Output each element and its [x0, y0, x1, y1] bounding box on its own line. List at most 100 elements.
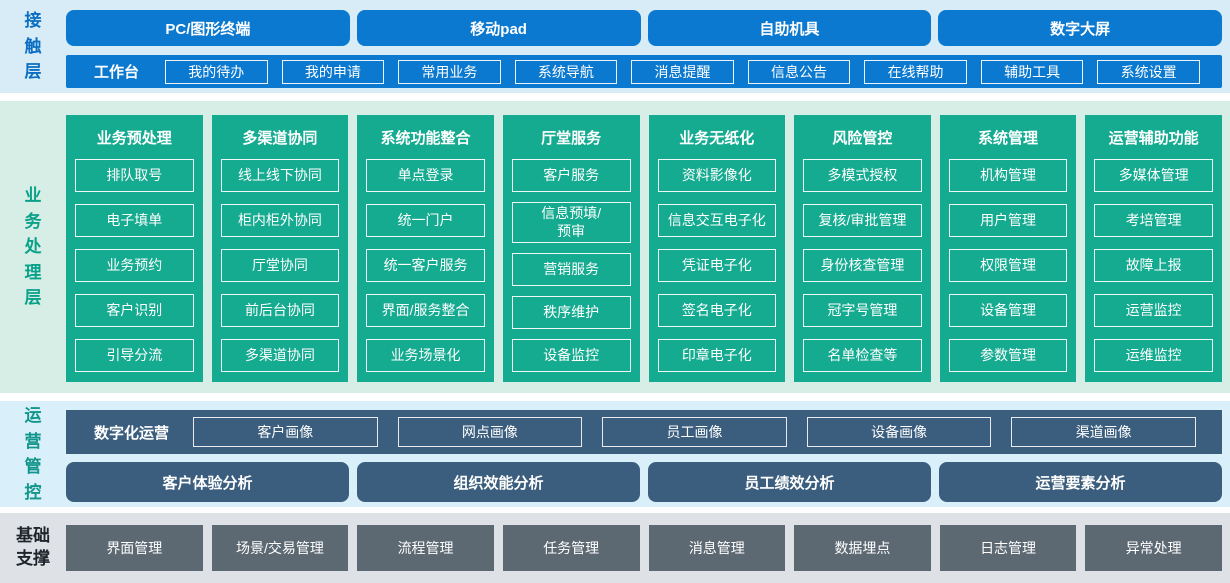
- digital-operations-bar: 数字化运营 客户画像网点画像员工画像设备画像渠道画像: [66, 410, 1222, 454]
- business-item: 身份核查管理: [803, 249, 922, 282]
- business-item: 用户管理: [948, 204, 1068, 237]
- business-column-items: 线上线下协同柜内柜外协同厅堂协同前后台协同多渠道协同: [220, 151, 340, 372]
- business-layer-label: 业务处理层: [24, 186, 42, 308]
- terminal-item: 移动pad: [356, 10, 641, 46]
- business-column-items: 多模式授权复核/审批管理身份核查管理冠字号管理名单检查等: [803, 151, 922, 372]
- business-processing-layer: 业务处理层 业务预处理排队取号电子填单业务预约客户识别引导分流多渠道协同线上线下…: [0, 101, 1230, 393]
- business-column-items: 机构管理用户管理权限管理设备管理参数管理: [948, 151, 1068, 372]
- business-column-title: 多渠道协同: [242, 130, 318, 147]
- foundation-support-layer: 基础支撑 界面管理场景/交易管理流程管理任务管理消息管理数据埋点日志管理异常处理: [0, 513, 1230, 583]
- business-column-title: 系统管理: [978, 130, 1039, 147]
- workbench-items: 我的待办我的申请常用业务系统导航消息提醒信息公告在线帮助辅助工具系统设置: [165, 59, 1200, 84]
- business-item: 秩序维护: [511, 296, 631, 329]
- operations-layer-label-col: 运营管控: [0, 401, 66, 507]
- business-item: 营销服务: [511, 253, 631, 286]
- digital-operations-label: 数字化运营: [94, 424, 170, 442]
- business-column-title: 运营辅助功能: [1108, 130, 1199, 147]
- foundation-layer-label-col: 基础支撑: [0, 513, 66, 583]
- business-item: 故障上报: [1094, 249, 1213, 282]
- workbench-item: 系统设置: [1097, 59, 1200, 84]
- business-item: 印章电子化: [657, 339, 777, 372]
- business-column: 业务无纸化资料影像化信息交互电子化凭证电子化签名电子化印章电子化: [648, 115, 786, 382]
- business-item: 前后台协同: [220, 294, 340, 327]
- workbench-item: 消息提醒: [631, 59, 734, 84]
- foundation-item: 流程管理: [357, 525, 494, 571]
- contact-layer-label-col: 接触层: [0, 0, 66, 93]
- business-column-title: 系统功能整合: [380, 130, 471, 147]
- business-column-title: 业务预处理: [96, 130, 172, 147]
- foundation-item: 日志管理: [939, 525, 1077, 571]
- business-item: 电子填单: [75, 204, 194, 237]
- business-column-title: 风险管控: [832, 130, 893, 147]
- analytics-row: 客户体验分析组织效能分析员工绩效分析运营要素分析: [66, 462, 1222, 502]
- business-item: 参数管理: [948, 339, 1068, 372]
- business-item: 界面/服务整合: [366, 294, 485, 327]
- profile-item: 客户画像: [193, 417, 378, 447]
- business-column-items: 客户服务信息预填/ 预审营销服务秩序维护设备监控: [511, 151, 631, 372]
- digital-operations-items: 客户画像网点画像员工画像设备画像渠道画像: [193, 417, 1196, 447]
- workbench-bar: 工作台 我的待办我的申请常用业务系统导航消息提醒信息公告在线帮助辅助工具系统设置: [66, 55, 1222, 88]
- analytics-item: 客户体验分析: [66, 462, 349, 502]
- foundation-item: 异常处理: [1085, 525, 1222, 571]
- workbench-item: 信息公告: [747, 59, 851, 84]
- business-item: 统一门户: [366, 204, 485, 237]
- analytics-item: 组织效能分析: [357, 462, 640, 502]
- business-item: 排队取号: [75, 159, 194, 192]
- business-column: 风险管控多模式授权复核/审批管理身份核查管理冠字号管理名单检查等: [794, 115, 931, 382]
- business-column-items: 排队取号电子填单业务预约客户识别引导分流: [75, 151, 194, 372]
- business-item: 多渠道协同: [220, 339, 340, 372]
- business-item: 引导分流: [75, 339, 194, 372]
- foundation-item: 消息管理: [648, 525, 786, 571]
- business-item: 资料影像化: [657, 159, 777, 192]
- profile-item: 设备画像: [806, 417, 992, 447]
- profile-item: 渠道画像: [1011, 417, 1196, 447]
- business-layer-label-col: 业务处理层: [0, 101, 66, 393]
- business-column-items: 单点登录统一门户统一客户服务界面/服务整合业务场景化: [366, 151, 485, 372]
- workbench-item: 我的申请: [281, 59, 385, 84]
- business-column-items: 资料影像化信息交互电子化凭证电子化签名电子化印章电子化: [657, 151, 777, 372]
- terminal-item: 数字大屏: [938, 10, 1222, 46]
- business-item: 信息预填/ 预审: [511, 202, 631, 243]
- business-item: 运维监控: [1094, 339, 1213, 372]
- foundation-item: 场景/交易管理: [211, 525, 349, 571]
- business-item: 考培管理: [1094, 204, 1213, 237]
- workbench-item: 系统导航: [514, 59, 618, 84]
- business-item: 凭证电子化: [657, 249, 777, 282]
- business-item: 多媒体管理: [1094, 159, 1213, 192]
- workbench-item: 常用业务: [398, 59, 501, 84]
- business-column: 运营辅助功能多媒体管理考培管理故障上报运营监控运维监控: [1085, 115, 1222, 382]
- foundation-items: 界面管理场景/交易管理流程管理任务管理消息管理数据埋点日志管理异常处理: [66, 513, 1230, 583]
- terminal-item: PC/图形终端: [66, 10, 350, 46]
- business-item: 单点登录: [366, 159, 485, 192]
- business-item: 业务预约: [75, 249, 194, 282]
- workbench-label: 工作台: [94, 64, 140, 81]
- business-item: 信息交互电子化: [657, 204, 777, 237]
- business-column: 系统功能整合单点登录统一门户统一客户服务界面/服务整合业务场景化: [357, 115, 494, 382]
- business-item: 业务场景化: [366, 339, 485, 372]
- business-item: 权限管理: [948, 249, 1068, 282]
- profile-item: 网点画像: [397, 417, 583, 447]
- business-column: 业务预处理排队取号电子填单业务预约客户识别引导分流: [66, 115, 203, 382]
- business-item: 线上线下协同: [220, 159, 340, 192]
- business-columns: 业务预处理排队取号电子填单业务预约客户识别引导分流多渠道协同线上线下协同柜内柜外…: [66, 101, 1230, 393]
- business-item: 厅堂协同: [220, 249, 340, 282]
- business-item: 客户服务: [511, 159, 631, 192]
- business-item: 统一客户服务: [366, 249, 485, 282]
- business-item: 设备监控: [511, 339, 631, 372]
- business-column: 多渠道协同线上线下协同柜内柜外协同厅堂协同前后台协同多渠道协同: [211, 115, 349, 382]
- workbench-item: 在线帮助: [864, 59, 967, 84]
- operations-control-layer: 运营管控 数字化运营 客户画像网点画像员工画像设备画像渠道画像 客户体验分析组织…: [0, 401, 1230, 507]
- operations-layer-label: 运营管控: [24, 406, 42, 502]
- business-item: 客户识别: [75, 294, 194, 327]
- terminal-item: 自助机具: [647, 10, 932, 46]
- foundation-layer-label: 基础支撑: [16, 526, 50, 568]
- business-item: 多模式授权: [803, 159, 922, 192]
- business-column: 厅堂服务客户服务信息预填/ 预审营销服务秩序维护设备监控: [502, 115, 640, 382]
- business-item: 复核/审批管理: [803, 204, 922, 237]
- business-column: 系统管理机构管理用户管理权限管理设备管理参数管理: [939, 115, 1077, 382]
- business-item: 名单检查等: [803, 339, 922, 372]
- business-item: 运营监控: [1094, 294, 1213, 327]
- business-item: 签名电子化: [657, 294, 777, 327]
